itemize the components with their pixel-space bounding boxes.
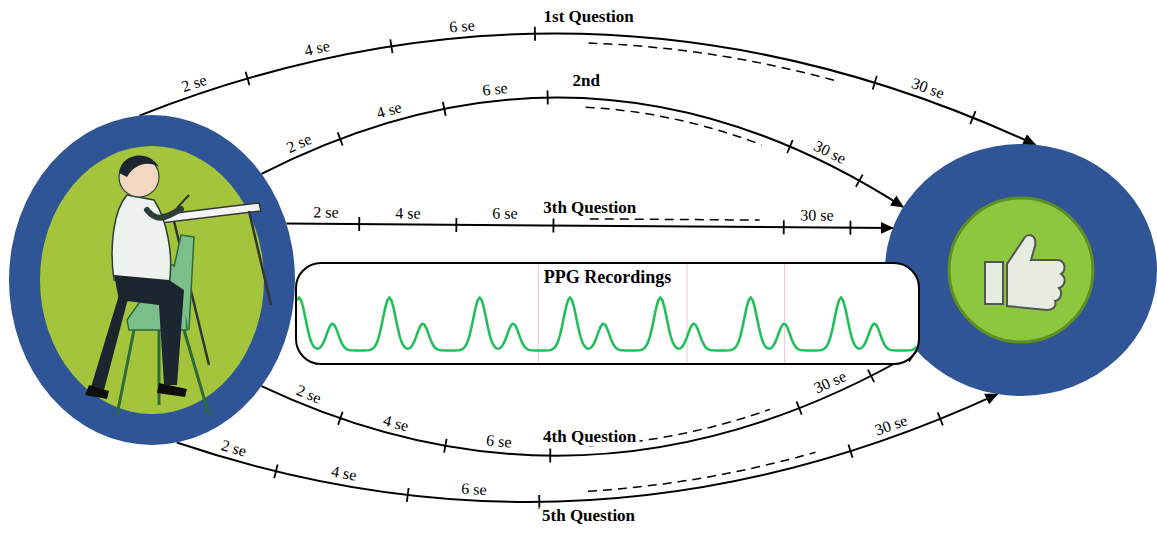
question-label: 4th Question <box>540 428 639 446</box>
student-illustration <box>9 115 295 445</box>
student-circle <box>9 115 295 445</box>
question-label: 5th Question <box>539 507 638 525</box>
approval-icon <box>885 144 1157 396</box>
approval-circle <box>885 144 1157 396</box>
ppg-recording-box: PPG Recordings <box>295 262 920 365</box>
question-label: 1st Question <box>541 8 637 26</box>
time-label: 6 se <box>447 16 478 35</box>
question-label: 3th Question <box>540 199 639 217</box>
time-label: 30 se <box>871 410 912 439</box>
question-arc <box>262 351 917 456</box>
time-label: 2 se <box>292 380 326 407</box>
time-label: 30 se <box>907 73 948 102</box>
question-arc <box>286 224 892 228</box>
time-label: 2 se <box>282 129 316 156</box>
question-arc <box>177 394 998 502</box>
time-label: 30 se <box>798 207 835 224</box>
time-label: 30 se <box>810 367 851 398</box>
question-arc <box>262 97 904 207</box>
time-label: 6 se <box>479 79 510 99</box>
time-label: 30 se <box>809 136 850 168</box>
time-label: 2 se <box>311 203 340 220</box>
box-title: PPG Recordings <box>297 267 918 287</box>
time-label: 4 se <box>328 462 360 484</box>
question-arc <box>140 34 1036 145</box>
time-label: 6 se <box>484 431 515 451</box>
tick-marks <box>246 27 976 509</box>
dashed-continuation <box>590 219 760 220</box>
time-label: 6 se <box>459 479 489 498</box>
dashed-continuation <box>588 452 815 491</box>
time-label: 4 se <box>393 204 422 221</box>
question-label: 2nd <box>569 72 602 90</box>
time-label: 6 se <box>490 205 519 222</box>
time-label: 4 se <box>301 37 333 60</box>
